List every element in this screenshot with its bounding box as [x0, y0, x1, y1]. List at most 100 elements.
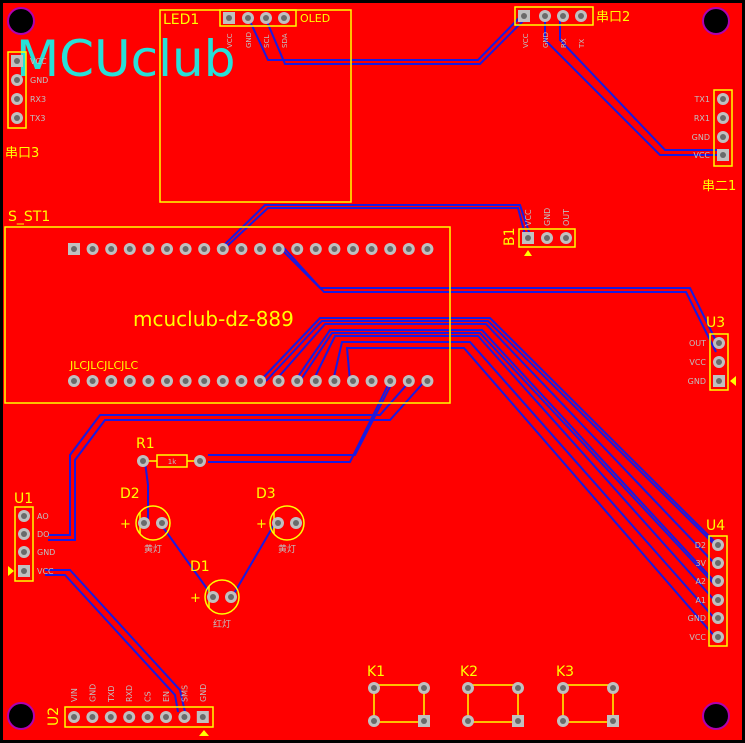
d2-color-label: 黄灯 [144, 543, 162, 555]
uart3-header: VCC GND RX3 TX3 串口3 [5, 51, 48, 161]
u4-pin-hole [715, 597, 721, 603]
k2-designator: K2 [460, 664, 478, 680]
u4-pin-label-5: GND [688, 614, 706, 623]
k3-pin-hole [610, 685, 616, 691]
uart2-outline [514, 6, 594, 26]
u1-pin-label-3: GND [37, 548, 55, 557]
oled-pin-hole [281, 15, 287, 21]
s-st1-top-pin-hole [368, 246, 375, 252]
s-st1-top-pin-row [68, 243, 434, 255]
s-st1-bottom-pin-hole [219, 378, 226, 384]
uart3-pin-label-2: GND [30, 76, 48, 85]
s-st1-bottom-pin-hole [108, 378, 115, 384]
s-st1-top-pin-hole [201, 246, 208, 252]
s-st1-top-pin-hole [71, 246, 77, 252]
oled-label: OLED [300, 12, 330, 25]
k1-button: K1 [367, 664, 430, 727]
u4-outline [708, 535, 728, 647]
uart-second-pin-label-3: GND [692, 133, 710, 142]
u4-pin-hole [715, 578, 721, 584]
s-st1-top-pin-hole [182, 246, 189, 252]
uart-second-pin-hole [720, 134, 726, 140]
oled-pin-label-3: SCL [263, 35, 271, 48]
uart2-pin-label-2: GND [542, 32, 550, 48]
uart3-outline [7, 51, 27, 129]
oled-pin-hole [263, 15, 269, 21]
b1-pin-label-1: VCC [524, 209, 533, 226]
k3-pin-hole [560, 685, 566, 691]
u4-pin-hole [715, 560, 721, 566]
s-st1-top-pin-hole [164, 246, 170, 252]
d1-pin-hole [228, 594, 234, 600]
uart-second-pin-hole [720, 96, 726, 102]
b1-pin-hole [525, 235, 531, 241]
u4-pin-label-2: 3V [695, 559, 706, 568]
board-name-label: mcuclub-dz-889 [133, 307, 294, 331]
s-st1-top-pin-hole [89, 246, 96, 252]
u2-pin-hole [181, 714, 188, 720]
r1-designator: R1 [136, 436, 155, 452]
d2-led: D2 + 黄灯 [120, 486, 171, 555]
uart3-pin-hole [14, 96, 20, 102]
uart2-pin-label-3: RX [560, 38, 568, 48]
u2-pin-label: GND [199, 684, 208, 702]
uart3-pin-hole [14, 115, 20, 121]
k2-pin-hole [465, 718, 471, 724]
k1-designator: K1 [367, 664, 385, 680]
b1-pin-label-3: OUT [562, 209, 571, 226]
u3-pin-label-3: GND [688, 377, 706, 386]
b1-header: B1 VCC GND OUT [502, 208, 576, 256]
k2-pin-hole [515, 685, 521, 691]
oled-module: LED1 OLED VCC GND SCL SDA [159, 9, 352, 203]
uart3-pin-label-1: VCC [30, 57, 47, 66]
r1-pin-hole [140, 458, 146, 464]
board-copper-fill [3, 3, 742, 740]
s-st1-designator: S_ST1 [8, 209, 50, 225]
u3-pin-label-1: OUT [689, 339, 706, 348]
u2-pin-hole [126, 714, 133, 720]
d1-color-label: 红灯 [213, 618, 231, 630]
u1-designator: U1 [14, 491, 33, 507]
u2-pin-label: SMS [180, 685, 189, 702]
u3-pin1-marker [730, 376, 736, 386]
k3-pin-hole [560, 718, 566, 724]
u2-pin-label: GND [88, 684, 97, 702]
s-st1-top-pin-hole [331, 246, 338, 252]
mount-hole-bottom-right [702, 702, 730, 730]
d1-led: D1 + 红灯 [190, 559, 240, 630]
u1-pin-hole [21, 531, 27, 537]
module-marking: JLCJLCJLCJLC [69, 359, 139, 372]
k1-pin-hole [421, 685, 427, 691]
d3-polarity: + [256, 517, 267, 532]
d3-pin-hole [275, 520, 281, 526]
b1-designator: B1 [502, 227, 518, 246]
u1-pin1-marker [8, 566, 14, 576]
s-st1-bottom-pin-row [68, 375, 434, 387]
u4-pin-label-1: D2 [695, 541, 706, 550]
s-st1-top-pin-hole [275, 246, 282, 252]
d1-outline [204, 579, 240, 615]
u1-outline [14, 506, 34, 582]
u4-pin-hole [715, 634, 721, 640]
r1-pin-hole [197, 458, 203, 464]
u2-pin-hole [163, 714, 169, 720]
s-st1-top-pin-hole [219, 246, 226, 252]
mount-hole-top-right [702, 7, 730, 35]
k2-pin-hole [465, 685, 471, 691]
oled-pin-label-2: GND [245, 32, 253, 48]
uart2-pin-label-4: TX [578, 39, 586, 49]
uart-second-header: TX1 RX1 GND VCC 串二1 [692, 89, 736, 194]
uart3-designator: 串口3 [5, 146, 39, 161]
s-st1-top-pin-hole [145, 246, 152, 252]
s-st1-module: S_ST1 mcuclub-dz-889 JLCJLCJLCJLC [4, 209, 451, 404]
s-st1-top-pin-hole [294, 246, 301, 252]
u2-outline [64, 706, 214, 728]
u2-designator: U2 [46, 707, 62, 726]
d3-pin-hole [293, 520, 299, 526]
uart2-pin-hole [542, 13, 548, 19]
k2-pin-hole [515, 718, 521, 724]
b1-pin-label-2: GND [543, 208, 552, 226]
